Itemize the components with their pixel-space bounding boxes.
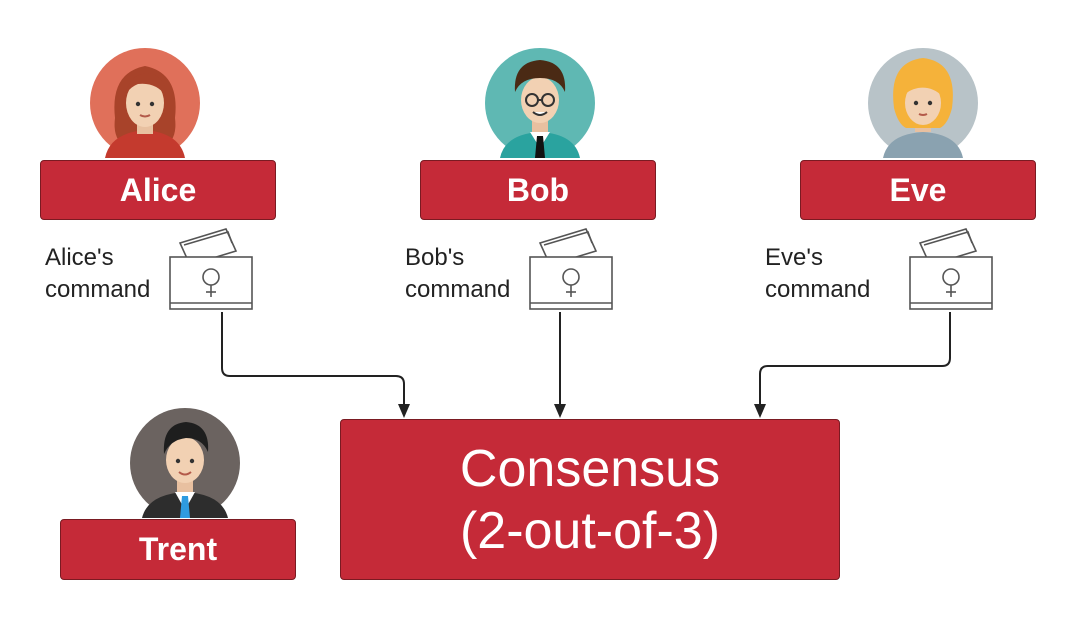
bob-command-label-line2: command <box>405 276 511 303</box>
trent-avatar <box>130 408 240 518</box>
alice-arrowhead <box>398 404 410 418</box>
eve-command-label: Eve's command <box>765 242 870 306</box>
trent-name-box: Trent <box>60 519 296 580</box>
alice-command-label: Alice's command <box>45 242 150 306</box>
alice-command-label-line2: command <box>45 276 151 303</box>
eve-command-label-line1: Eve's <box>765 244 823 271</box>
alice-avatar <box>90 48 200 158</box>
eve-command-label-line2: command <box>765 276 871 303</box>
eve-name-box: Eve <box>800 160 1036 220</box>
eve-ballot-box-icon <box>909 228 993 310</box>
bob-arrowhead <box>554 404 566 418</box>
alice-ballot-box-icon <box>169 228 253 310</box>
alice-arrow <box>221 312 405 404</box>
consensus-threshold: (2-out-of-3) <box>459 501 721 560</box>
consensus-title: Consensus <box>459 439 721 498</box>
bob-command-label-line1: Bob's <box>405 244 465 271</box>
bob-avatar <box>485 48 595 158</box>
eve-arrow <box>759 312 951 404</box>
bob-name-box: Bob <box>420 160 656 220</box>
eve-arrowhead <box>754 404 766 418</box>
bob-ballot-box-icon <box>529 228 613 310</box>
alice-command-label-line1: Alice's <box>45 244 114 271</box>
bob-command-label: Bob's command <box>405 242 510 306</box>
alice-name-box: Alice <box>40 160 276 220</box>
consensus-box: Consensus (2-out-of-3) <box>340 419 840 580</box>
eve-avatar <box>868 48 978 158</box>
